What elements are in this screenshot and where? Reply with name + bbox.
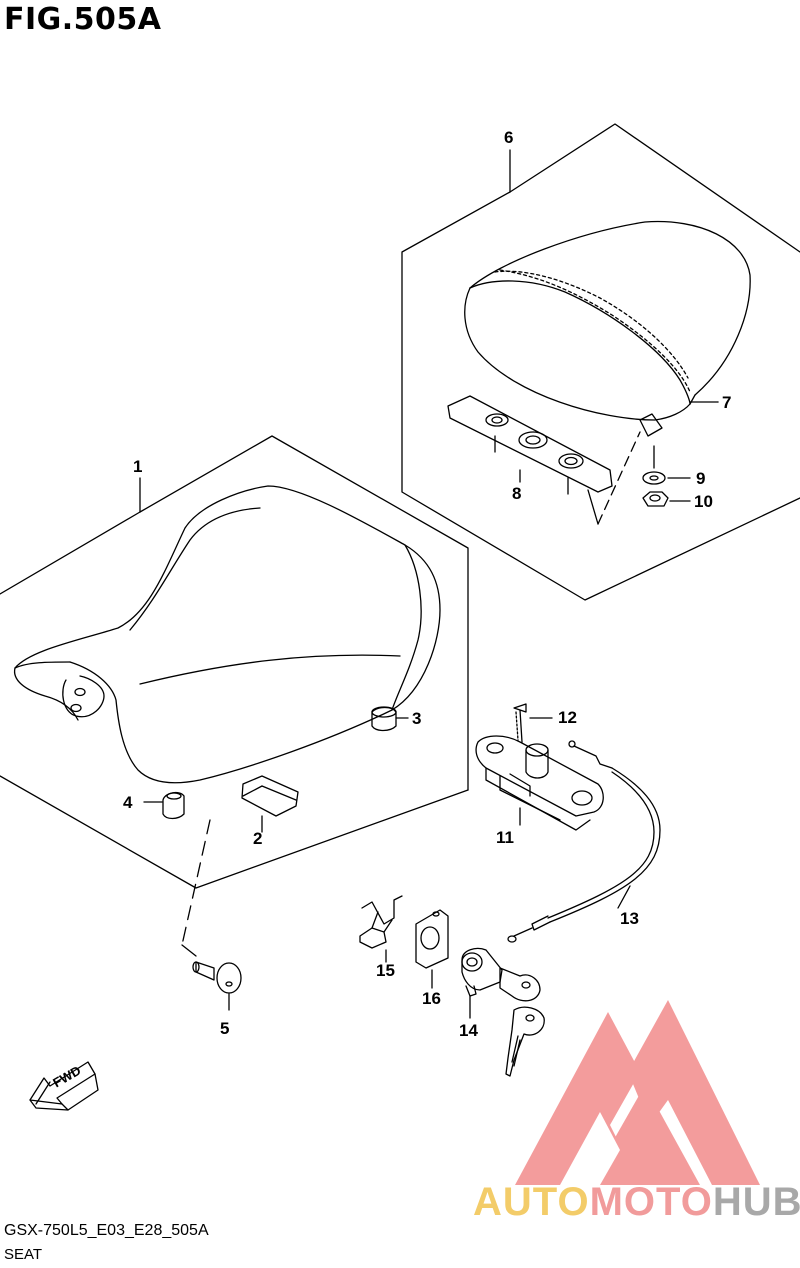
callout-3: 3 [412, 709, 422, 728]
callout-12: 12 [558, 708, 577, 727]
callout-5: 5 [220, 1019, 230, 1038]
callout-11: 11 [496, 828, 514, 847]
callout-6: 6 [504, 128, 514, 147]
front-seat-group-outline [0, 435, 469, 889]
rear-seat-hook [639, 401, 719, 437]
callout-4: 4 [123, 793, 133, 812]
watermark-moto: MOTO [589, 1180, 713, 1224]
front-seat-cushion [13, 485, 441, 957]
washer [642, 445, 691, 485]
watermark-text: AUTOMOTOHUB [473, 1180, 800, 1225]
section-name: SEAT [4, 1246, 43, 1263]
rear-seat-base-plate [447, 395, 641, 525]
watermark-hub: HUB [712, 1180, 800, 1224]
figure-title: FIG.505A [4, 2, 162, 37]
seat-damper [143, 791, 185, 820]
watermark-auto: AUTO [473, 1180, 590, 1224]
lock-bracket [415, 909, 449, 989]
rear-seat-cushion [464, 220, 751, 421]
model-code: GSX-750L5_E03_E28_505A [4, 1222, 209, 1239]
nut [642, 491, 691, 507]
seat-fastener [192, 961, 242, 1011]
lock-cylinder [461, 947, 503, 1019]
ignition-keys [499, 967, 545, 1077]
callout-15: 15 [376, 961, 395, 980]
callout-9: 9 [696, 469, 706, 488]
callout-10: 10 [694, 492, 713, 511]
seat-lock-cable [507, 740, 661, 943]
callout-1: 1 [133, 457, 143, 476]
seat-pad [241, 775, 299, 833]
callout-16: 16 [422, 989, 441, 1008]
callout-2: 2 [253, 829, 263, 848]
callout-14: 14 [459, 1021, 478, 1040]
seat-lock [475, 735, 604, 831]
screw [513, 703, 553, 743]
seat-rubber [371, 706, 409, 732]
rear-seat-group-outline [401, 123, 800, 601]
cable-clip [359, 895, 403, 963]
fwd-arrow-icon [29, 1061, 99, 1111]
callout-7: 7 [722, 393, 732, 412]
callout-8: 8 [512, 484, 522, 503]
watermark-logo [515, 1000, 760, 1185]
callout-13: 13 [620, 909, 639, 928]
